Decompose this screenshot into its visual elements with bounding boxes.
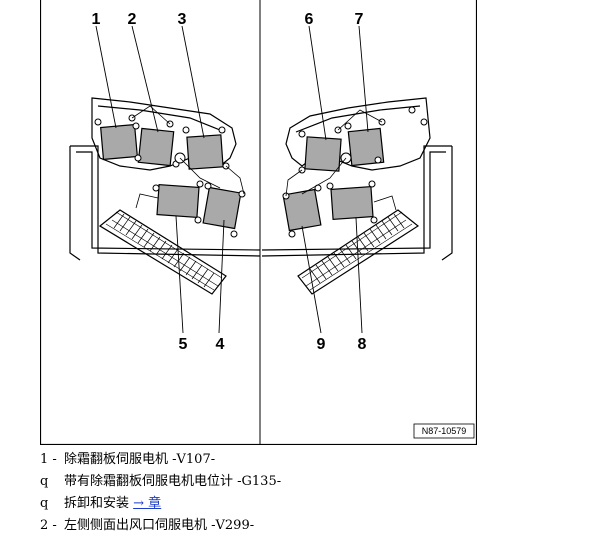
- legend-text: 带有除霜翻板伺服电机电位计 -G135-: [64, 474, 282, 489]
- callout-3: 3: [178, 11, 187, 28]
- legend-item-2: q 带有除霜翻板伺服电机电位计 -G135-: [40, 471, 580, 493]
- callout-5: 5: [179, 336, 188, 353]
- left-housing: [69, 97, 261, 295]
- legend-text: 左侧侧面出风口伺服电机 -V299-: [64, 518, 255, 533]
- legend-marker: q: [40, 474, 49, 489]
- reference-id-box: [413, 423, 475, 439]
- figure-drawing: 1 2 3 4 5 6 7 8 9 N87-10579: [40, 0, 477, 445]
- left-grille-fins: [113, 213, 215, 288]
- callout-2: 2: [128, 11, 137, 28]
- legend-text: 拆卸和安装: [64, 496, 130, 511]
- legend-item-3: q 拆卸和安装 → 章: [40, 493, 580, 515]
- legend-marker: q: [40, 496, 49, 511]
- figure-frame: [40, 0, 477, 445]
- callout-6: 6: [305, 11, 314, 28]
- legend-item-1: 1 - 除霜翻板伺服电机 -V107-: [40, 449, 580, 471]
- reference-id: N87-10579: [422, 426, 467, 436]
- legend-text: 除霜翻板伺服电机 -V107-: [64, 452, 216, 467]
- chapter-link[interactable]: → 章: [133, 496, 162, 511]
- callout-1: 1: [92, 11, 101, 28]
- exploded-view-figure: 1 2 3 4 5 6 7 8 9 N87-10579: [40, 0, 477, 445]
- right-linkage: [285, 109, 397, 211]
- callout-9: 9: [317, 336, 326, 353]
- legend-list: 1 - 除霜翻板伺服电机 -V107- q 带有除霜翻板伺服电机电位计 -G135-…: [40, 449, 580, 537]
- legend-marker: 1 -: [40, 452, 57, 467]
- callout-8: 8: [358, 336, 367, 353]
- right-grille-fins: [309, 213, 405, 284]
- left-motors: [100, 123, 242, 230]
- leader-lines: [95, 25, 369, 334]
- callout-7: 7: [355, 11, 364, 28]
- left-linkage: [131, 105, 245, 209]
- callout-4: 4: [216, 336, 225, 353]
- legend-marker: 2 -: [40, 518, 57, 533]
- legend-item-4: 2 - 左侧侧面出风口伺服电机 -V299-: [40, 515, 580, 537]
- right-motors: [282, 127, 385, 232]
- right-fastener-screws: [282, 106, 428, 238]
